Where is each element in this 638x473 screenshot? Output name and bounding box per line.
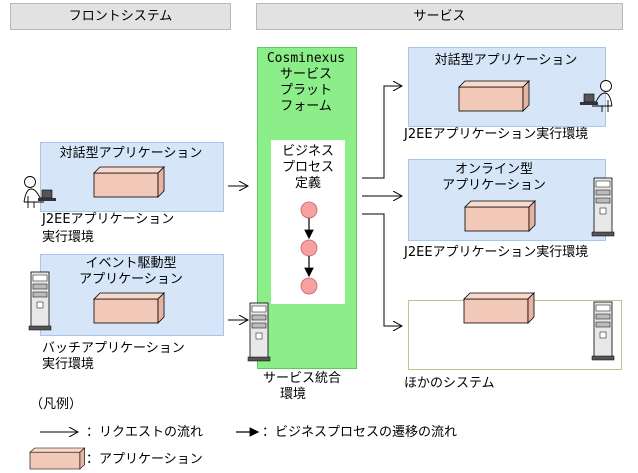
platform-title-line1: Cosminexus <box>266 51 346 66</box>
ap-label-service-3: AP <box>493 305 507 318</box>
ap-label-service-2: AP <box>494 213 508 226</box>
front-event-app-title-line2: アプリケーション <box>79 272 183 287</box>
service-online-app-title-line1: オンライン型 <box>454 162 533 177</box>
other-system-label: ほかのシステム <box>404 376 495 391</box>
front-batch-env-line2: 実行環境 <box>42 357 95 372</box>
platform-footer-line1: サービス統合 <box>263 371 342 386</box>
legend-application-label: ：アプリケーション <box>86 452 203 467</box>
front-interactive-app-title: 対話型アプリケーション <box>59 146 203 161</box>
platform-title-line2: サービス <box>279 67 332 82</box>
front-batch-env-line1: バッチアプリケーション <box>42 341 185 356</box>
ap-label-service-1: AP <box>493 93 507 106</box>
process-title-line1: ビジネス <box>281 144 334 159</box>
platform-footer-line2: 環境 <box>280 387 307 402</box>
front-interactive-env-line2: 実行環境 <box>42 230 95 245</box>
ap-label-front-interactive: AP <box>122 179 136 192</box>
legend-request-flow-label: ：リクエストの流れ <box>86 425 204 440</box>
other-system-box <box>408 300 622 370</box>
service-interactive-app-title: 対話型アプリケーション <box>434 53 578 68</box>
ap-label-legend: AP <box>47 454 61 467</box>
service-online-app-box <box>408 159 606 241</box>
process-title-line3: 定義 <box>294 176 321 191</box>
platform-title-line3: プラット <box>279 83 332 98</box>
legend-process-flow-label: ：ビジネスプロセスの遷移の流れ <box>262 425 458 440</box>
request-arrow-service-3 <box>362 213 402 326</box>
ap-label-front-event: AP <box>122 305 136 318</box>
front-interactive-env-line1: J2EEアプリケーション <box>42 212 175 227</box>
service-interactive-env: J2EEアプリケーション実行環境 <box>404 127 589 142</box>
process-title-line2: プロセス <box>281 160 334 175</box>
service-online-app-title-line2: アプリケーション <box>442 178 546 193</box>
legend-title: （凡例） <box>30 397 83 412</box>
platform-title-line4: フォーム <box>280 99 332 114</box>
service-header: サービス <box>256 3 623 30</box>
front-system-header: フロントシステム <box>10 3 231 30</box>
request-arrow-service-1 <box>362 86 402 179</box>
front-event-app-title-line1: イベント駆動型 <box>85 256 177 271</box>
service-online-env: J2EEアプリケーション実行環境 <box>404 245 589 260</box>
